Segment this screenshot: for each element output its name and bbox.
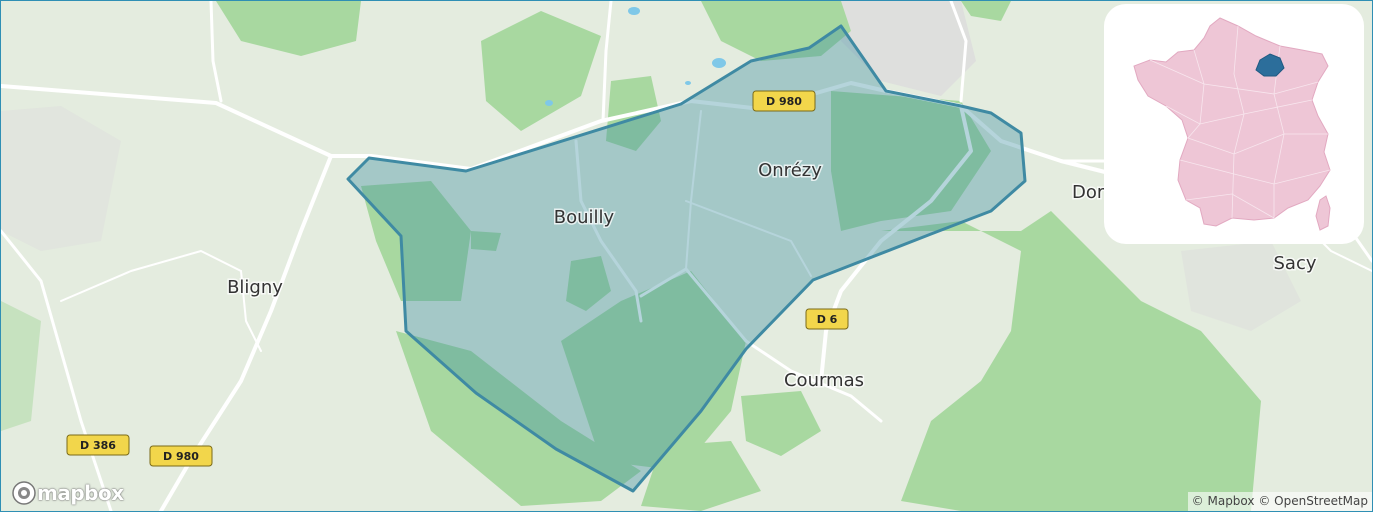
road-shield-label: D 980 bbox=[766, 95, 802, 108]
corsica-shape bbox=[1315, 195, 1331, 231]
place-label-onrezy: Onrézy bbox=[758, 160, 822, 181]
highlighted-department bbox=[1255, 53, 1285, 77]
road-shield-d980-south: D 980 bbox=[149, 445, 213, 467]
department-borders bbox=[1149, 25, 1331, 219]
road-shield-label: D 386 bbox=[80, 439, 116, 452]
road-shield-d386: D 386 bbox=[66, 434, 130, 456]
mapbox-logo[interactable]: mapbox bbox=[11, 480, 124, 506]
map-attribution: © Mapbox © OpenStreetMap bbox=[1187, 492, 1372, 511]
place-label-dor: Dor bbox=[1072, 182, 1105, 203]
road-shield-label: D 6 bbox=[817, 313, 838, 326]
road-shield-d980-north: D 980 bbox=[752, 90, 816, 112]
urban-areas bbox=[1, 1, 1301, 331]
france-overview-inset bbox=[1104, 4, 1364, 244]
place-label-bligny: Bligny bbox=[227, 277, 283, 298]
mapbox-logo-icon bbox=[12, 481, 36, 505]
mapbox-logo-text: mapbox bbox=[37, 481, 124, 505]
water-bodies bbox=[545, 7, 726, 106]
attribution-mapbox-link[interactable]: © Mapbox bbox=[1191, 494, 1255, 508]
france-outline-map bbox=[1133, 17, 1331, 231]
france-shape bbox=[1133, 17, 1331, 227]
selected-area-polygon[interactable] bbox=[346, 24, 1027, 493]
attribution-osm-link[interactable]: © OpenStreetMap bbox=[1258, 494, 1368, 508]
place-label-bouilly: Bouilly bbox=[554, 207, 615, 228]
place-label-courmas: Courmas bbox=[784, 370, 864, 391]
place-label-sacy: Sacy bbox=[1273, 253, 1316, 274]
road-shield-d6: D 6 bbox=[805, 308, 849, 330]
road-shield-label: D 980 bbox=[163, 450, 199, 463]
